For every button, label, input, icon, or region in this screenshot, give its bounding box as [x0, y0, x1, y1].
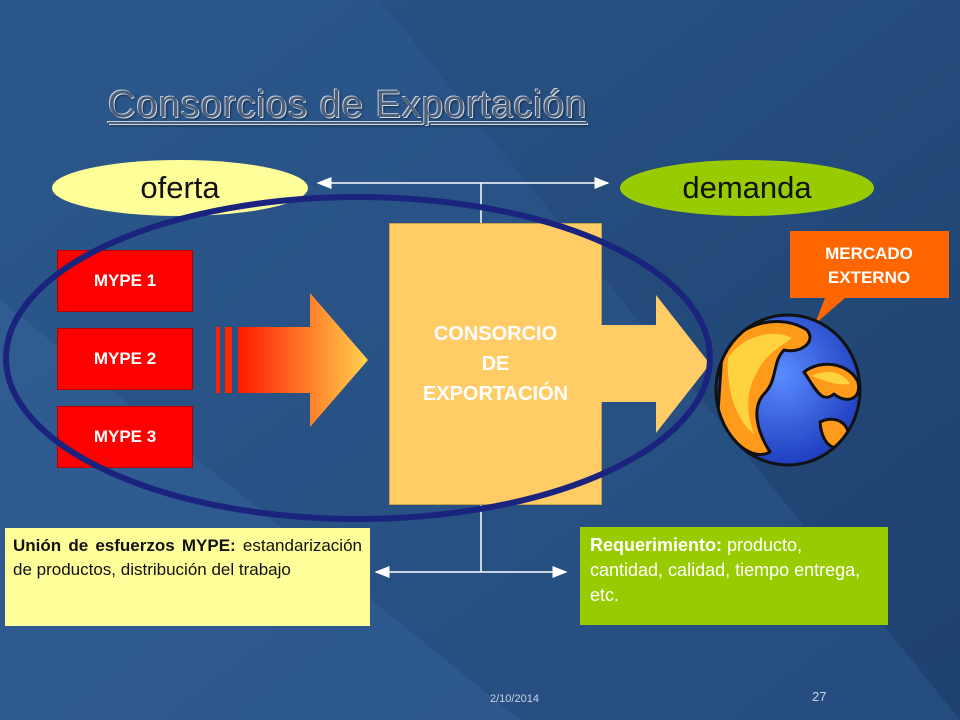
consorcio-box: CONSORCIO DE EXPORTACIÓN	[389, 223, 602, 505]
consorcio-line-3: EXPORTACIÓN	[422, 383, 569, 405]
mype-box-2: MYPE 2	[57, 328, 193, 390]
mype-group-ellipse	[3, 194, 713, 522]
mercado-externo-callout: MERCADO EXTERNO	[791, 233, 947, 298]
footer-date: 2/10/2014	[490, 693, 539, 705]
striped-arrow-icon	[216, 293, 368, 427]
oferta-ellipse: oferta	[52, 160, 308, 216]
block-arrow-icon	[600, 295, 710, 433]
slide-title: Consorcios de Exportación	[108, 84, 588, 126]
consorcio-line-2: DE	[481, 353, 510, 375]
union-esfuerzos-box: Unión de esfuerzos MYPE: estandarización…	[5, 528, 370, 626]
mercado-callout-shape	[790, 231, 949, 324]
demanda-label: demanda	[682, 170, 812, 205]
callout-line-1: MERCADO	[825, 243, 913, 263]
callout-line-2: EXTERNO	[827, 267, 911, 287]
requerimiento-lead: Requerimiento:	[590, 535, 723, 555]
demanda-ellipse: demanda	[620, 160, 874, 216]
consorcio-line-1: CONSORCIO	[433, 323, 558, 345]
globe-icon	[714, 313, 862, 467]
union-lead: Unión de esfuerzos MYPE:	[13, 536, 236, 555]
union-body: estandarización de productos, distribuci…	[13, 536, 362, 579]
footer-page-number: 27	[812, 689, 827, 704]
requerimiento-body: producto, cantidad, calidad, tiempo entr…	[590, 535, 861, 605]
oferta-label: oferta	[140, 170, 220, 205]
requerimiento-box: Requerimiento: producto, cantidad, calid…	[580, 527, 888, 625]
